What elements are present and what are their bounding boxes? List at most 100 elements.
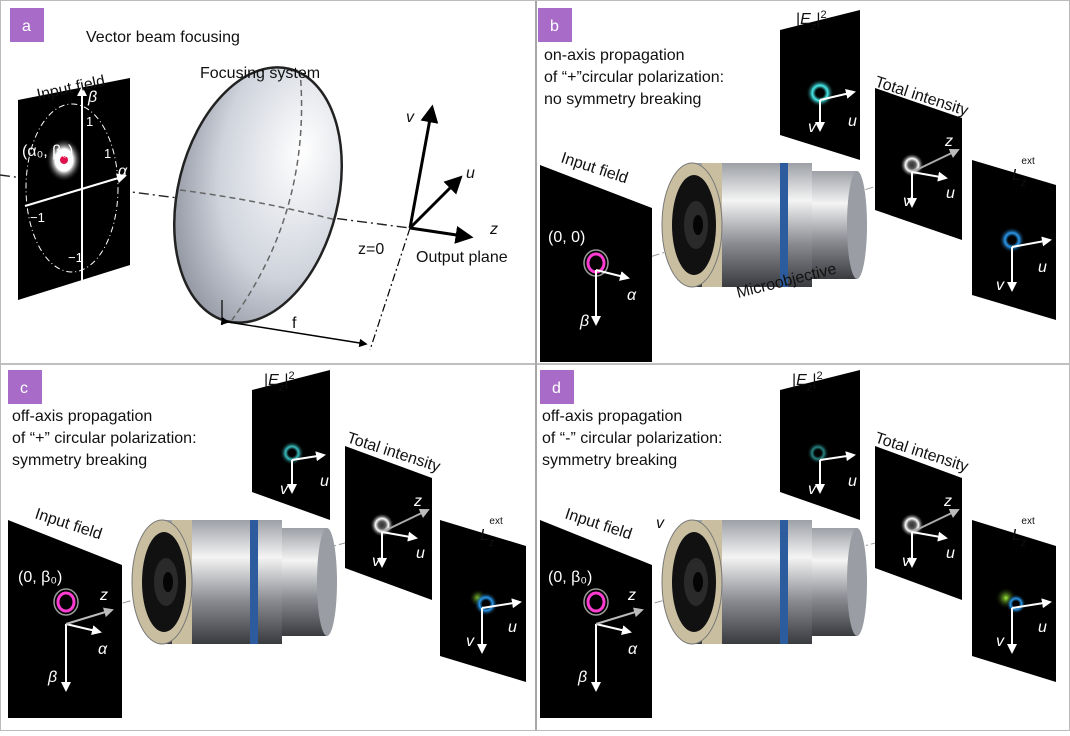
z-label-total-c: z bbox=[413, 493, 422, 510]
panel-d: d off-axis propagation of “-” circular p… bbox=[540, 370, 1056, 718]
z0-label: z=0 bbox=[358, 241, 384, 258]
z-axis-total-b bbox=[911, 148, 960, 173]
beta-label-b: β bbox=[579, 313, 589, 330]
v-axis-out bbox=[408, 104, 439, 229]
ez-ring-b bbox=[806, 79, 834, 107]
v-label-total-d: v bbox=[902, 553, 911, 570]
tick-minus1-bottom: −1 bbox=[68, 250, 83, 265]
u-axis-lz-c bbox=[481, 598, 522, 609]
origin-label-b: (0, 0) bbox=[548, 229, 585, 246]
panel-c-line-1: off-axis propagation bbox=[12, 408, 152, 425]
u-axis-ez-b bbox=[819, 88, 856, 101]
alpha-label-c: α bbox=[98, 641, 108, 658]
alpha-axis-d bbox=[595, 623, 632, 636]
alpha-axis bbox=[24, 173, 127, 207]
u-label-total-d: u bbox=[946, 545, 955, 562]
panel-badge-a bbox=[10, 8, 44, 42]
beta-label-c: β bbox=[47, 669, 57, 686]
panel-c-line-3: symmetry breaking bbox=[12, 452, 147, 469]
output-plane-label: Output plane bbox=[416, 249, 508, 266]
u-axis-lz-b bbox=[1011, 236, 1052, 248]
u-axis-total-d bbox=[911, 531, 948, 542]
f-dimension bbox=[220, 316, 368, 348]
alpha-label-d: α bbox=[628, 641, 638, 658]
u-label-total-c: u bbox=[416, 545, 425, 562]
panel-d-line-1: off-axis propagation bbox=[542, 408, 682, 425]
total-ring-b bbox=[900, 153, 924, 177]
alpha-label: α bbox=[118, 163, 128, 180]
v-label-lz-c: v bbox=[466, 633, 475, 650]
input-spot-center bbox=[60, 156, 68, 164]
panel-c: c off-axis propagation of “+” circular p… bbox=[8, 370, 526, 718]
panel-b-line-3: no symmetry breaking bbox=[544, 91, 701, 108]
alpha-label-b: α bbox=[627, 287, 637, 304]
unit-circle bbox=[25, 103, 119, 273]
v-label-ez-b: v bbox=[808, 119, 817, 136]
u-label-ez-c: u bbox=[320, 473, 329, 490]
u-label-lz-c: u bbox=[508, 619, 517, 636]
z-axis-out bbox=[409, 225, 474, 244]
panel-b-line-1: on-axis propagation bbox=[544, 47, 685, 64]
alpha-axis-b bbox=[595, 269, 630, 281]
z-label-c: z bbox=[99, 587, 108, 604]
panel-d-line-3: symmetry breaking bbox=[542, 452, 677, 469]
input-ring-d bbox=[586, 591, 606, 613]
total-ring-d bbox=[900, 513, 924, 537]
origin-label-d: (0, β₀) bbox=[548, 569, 592, 586]
alpha0-beta0-label: (α₀, β₀) bbox=[22, 143, 73, 160]
u-axis-total-c bbox=[381, 531, 418, 542]
input-ring-halo-c bbox=[53, 588, 79, 616]
u-label-total-b: u bbox=[946, 185, 955, 202]
u-axis-out bbox=[408, 175, 463, 230]
v-label-ez-c: v bbox=[280, 481, 289, 498]
input-plate-d bbox=[540, 520, 652, 718]
beta-label: β bbox=[87, 89, 97, 106]
panel-d-line-2: of “-” circular polarization: bbox=[542, 430, 723, 447]
alpha-axis-c bbox=[65, 623, 102, 636]
total-ring-c bbox=[370, 513, 394, 537]
origin-label-c: (0, β₀) bbox=[18, 569, 62, 586]
u-axis-lz-d bbox=[1011, 598, 1052, 609]
lens-meridian bbox=[231, 69, 303, 321]
z-axis-d bbox=[595, 607, 644, 625]
panel-title-a: Vector beam focusing bbox=[86, 29, 240, 46]
z-label-total-d: z bbox=[943, 493, 952, 510]
beta-label-d: β bbox=[577, 669, 587, 686]
u-axis-ez-c bbox=[291, 451, 326, 462]
panel-c-line-2: of “+” circular polarization: bbox=[12, 430, 197, 447]
lz-ring-c bbox=[474, 592, 498, 616]
u-label-ez-d: u bbox=[848, 473, 857, 490]
z-label-total-b: z bbox=[944, 133, 953, 150]
panel-badge-b bbox=[538, 8, 572, 42]
v-label-total-b: v bbox=[903, 193, 912, 210]
panel-b: b on-axis propagation of “+”circular pol… bbox=[538, 8, 1056, 362]
u-label-out: u bbox=[466, 165, 475, 182]
lens-equator bbox=[179, 189, 337, 221]
tick-1-top: 1 bbox=[86, 114, 93, 129]
v-label-total-c: v bbox=[372, 553, 381, 570]
u-label-ez-b: u bbox=[848, 113, 857, 130]
f-label: f bbox=[292, 315, 297, 332]
input-field-plate bbox=[18, 78, 130, 300]
input-plate-b bbox=[540, 165, 652, 362]
panel-letter-b: b bbox=[550, 18, 559, 35]
lz-ring-d bbox=[1006, 594, 1026, 614]
panel-letter-c: c bbox=[20, 380, 28, 397]
panel-letter-a: a bbox=[22, 18, 31, 35]
panel-b-line-2: of “+”circular polarization: bbox=[544, 69, 724, 86]
panel-a: a Vector beam focusing Input field (α₀, … bbox=[0, 8, 508, 351]
z-label-out: z bbox=[489, 221, 498, 238]
stray-v-label-d: v bbox=[656, 515, 665, 532]
microobjective-b bbox=[661, 162, 868, 288]
focusing-system-label: Focusing system bbox=[200, 65, 320, 82]
ez-ring-d bbox=[807, 442, 829, 464]
u-axis-total-b bbox=[911, 171, 948, 182]
v-label-lz-d: v bbox=[996, 633, 1005, 650]
tick-1-right: 1 bbox=[104, 146, 111, 161]
microobjective-d bbox=[661, 519, 868, 645]
z-axis-total-c bbox=[381, 508, 430, 533]
z-axis-c bbox=[65, 607, 114, 625]
u-label-lz-d: u bbox=[1038, 619, 1047, 636]
microobjective-c bbox=[131, 519, 338, 645]
